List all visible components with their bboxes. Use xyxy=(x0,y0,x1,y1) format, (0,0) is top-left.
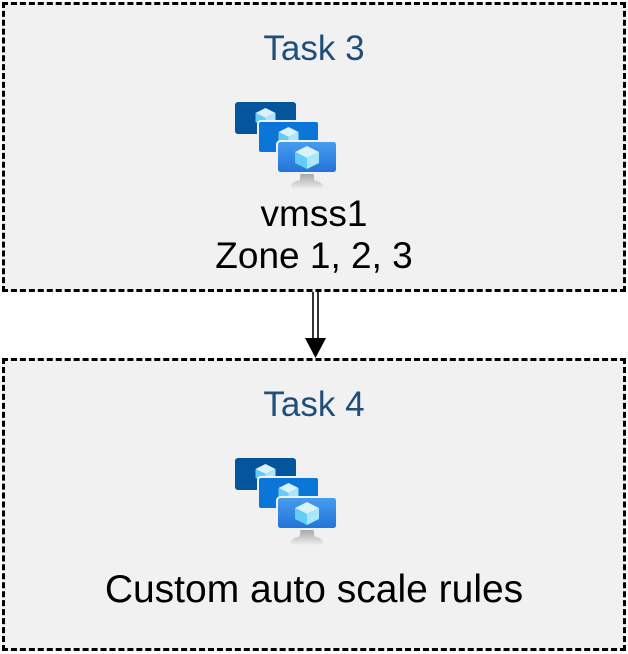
task3-title: Task 3 xyxy=(263,29,365,68)
task4-labels: Custom auto scale rules xyxy=(5,569,623,611)
task4-box: Task 4 xyxy=(2,358,626,651)
task3-labels: vmss1 Zone 1, 2, 3 xyxy=(5,193,623,277)
task4-title: Task 4 xyxy=(263,385,365,424)
vm-scale-sets-icon xyxy=(235,458,338,545)
vm-scale-sets-icon xyxy=(235,102,338,189)
vmss-name-label: vmss1 xyxy=(260,193,368,234)
down-arrow-connector xyxy=(302,292,329,358)
zones-label: Zone 1, 2, 3 xyxy=(215,235,413,276)
down-arrow-icon xyxy=(305,292,326,358)
task3-box: Task 3 xyxy=(2,2,626,292)
autoscale-rules-label: Custom auto scale rules xyxy=(104,568,524,611)
